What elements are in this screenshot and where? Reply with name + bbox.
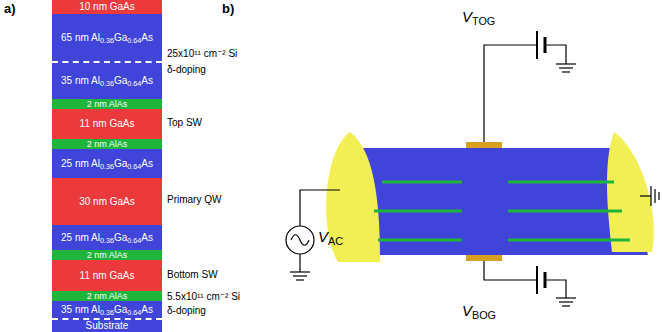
layer-label: 2 nm AlAs (87, 99, 128, 109)
layer-label: 2 nm AlAs (87, 139, 128, 149)
top-gate (466, 142, 502, 148)
doping-label: 5.5x10¹¹ cm⁻² Si δ-doping (167, 290, 251, 318)
alas-layer: 2 nm AlAs (52, 139, 162, 149)
layer-label: 11 nm GaAs (80, 118, 135, 130)
panel-label: a) (4, 1, 16, 17)
panel-label: b) (222, 1, 234, 17)
layer-label: 65 nm Al0.36Ga0.64As (61, 32, 153, 44)
algaas-layer: 35 nm Al0.36Ga0.64As (52, 301, 162, 320)
layer-label: 35 nm Al0.36Ga0.64As (61, 304, 153, 316)
gaas-layer: 10 nm GaAs (52, 0, 162, 14)
well-label: Bottom SW (167, 269, 218, 281)
layer-label: 25 nm Al0.36Ga0.64As (61, 232, 153, 244)
layer-label: 11 nm GaAs (80, 270, 135, 282)
gaas-layer: 11 nm GaAs (52, 260, 162, 291)
layer-label: Substrate (86, 320, 129, 332)
wires (286, 31, 659, 306)
ohmic-contact (326, 132, 380, 262)
gaas-layer: 11 nm GaAs (52, 109, 162, 139)
layer-label: 2 nm AlAs (87, 291, 128, 301)
algaas-layer: 25 nm Al0.36Ga0.64As (52, 149, 162, 178)
voltage-label: VTOG (462, 8, 495, 26)
algaas-layer: 25 nm Al0.36Ga0.64As (52, 225, 162, 250)
well-label: Top SW (167, 117, 202, 129)
alas-layer: 2 nm AlAs (52, 250, 162, 260)
gaas-layer: 30 nm GaAs (52, 178, 162, 225)
algaas-layer: 65 nm Al0.36Ga0.64As (52, 14, 162, 61)
alas-layer: 2 nm AlAs (52, 99, 162, 109)
well-label: Primary QW (167, 194, 221, 206)
layer-label: 2 nm AlAs (87, 250, 128, 260)
algaas-layer: 35 nm Al0.36Ga0.64As (52, 61, 162, 99)
quantum-well-lines (374, 182, 630, 240)
layer-label: 30 nm GaAs (79, 196, 135, 208)
voltage-label: VBOG (462, 302, 496, 320)
device-body (340, 148, 648, 255)
layer-label: 10 nm GaAs (79, 1, 135, 13)
layer-label: 35 nm Al0.36Ga0.64As (61, 75, 153, 87)
bottom-gate (466, 255, 502, 261)
alas-layer: 2 nm AlAs (52, 291, 162, 301)
ohmic-contact (607, 132, 654, 252)
doping-label: 25x10¹¹ cm⁻² Si δ-doping (167, 46, 245, 78)
layer-label: 25 nm Al0.36Ga0.64As (61, 158, 153, 170)
voltage-label: VAC (318, 228, 343, 246)
substrate-layer: Substrate (52, 320, 162, 332)
